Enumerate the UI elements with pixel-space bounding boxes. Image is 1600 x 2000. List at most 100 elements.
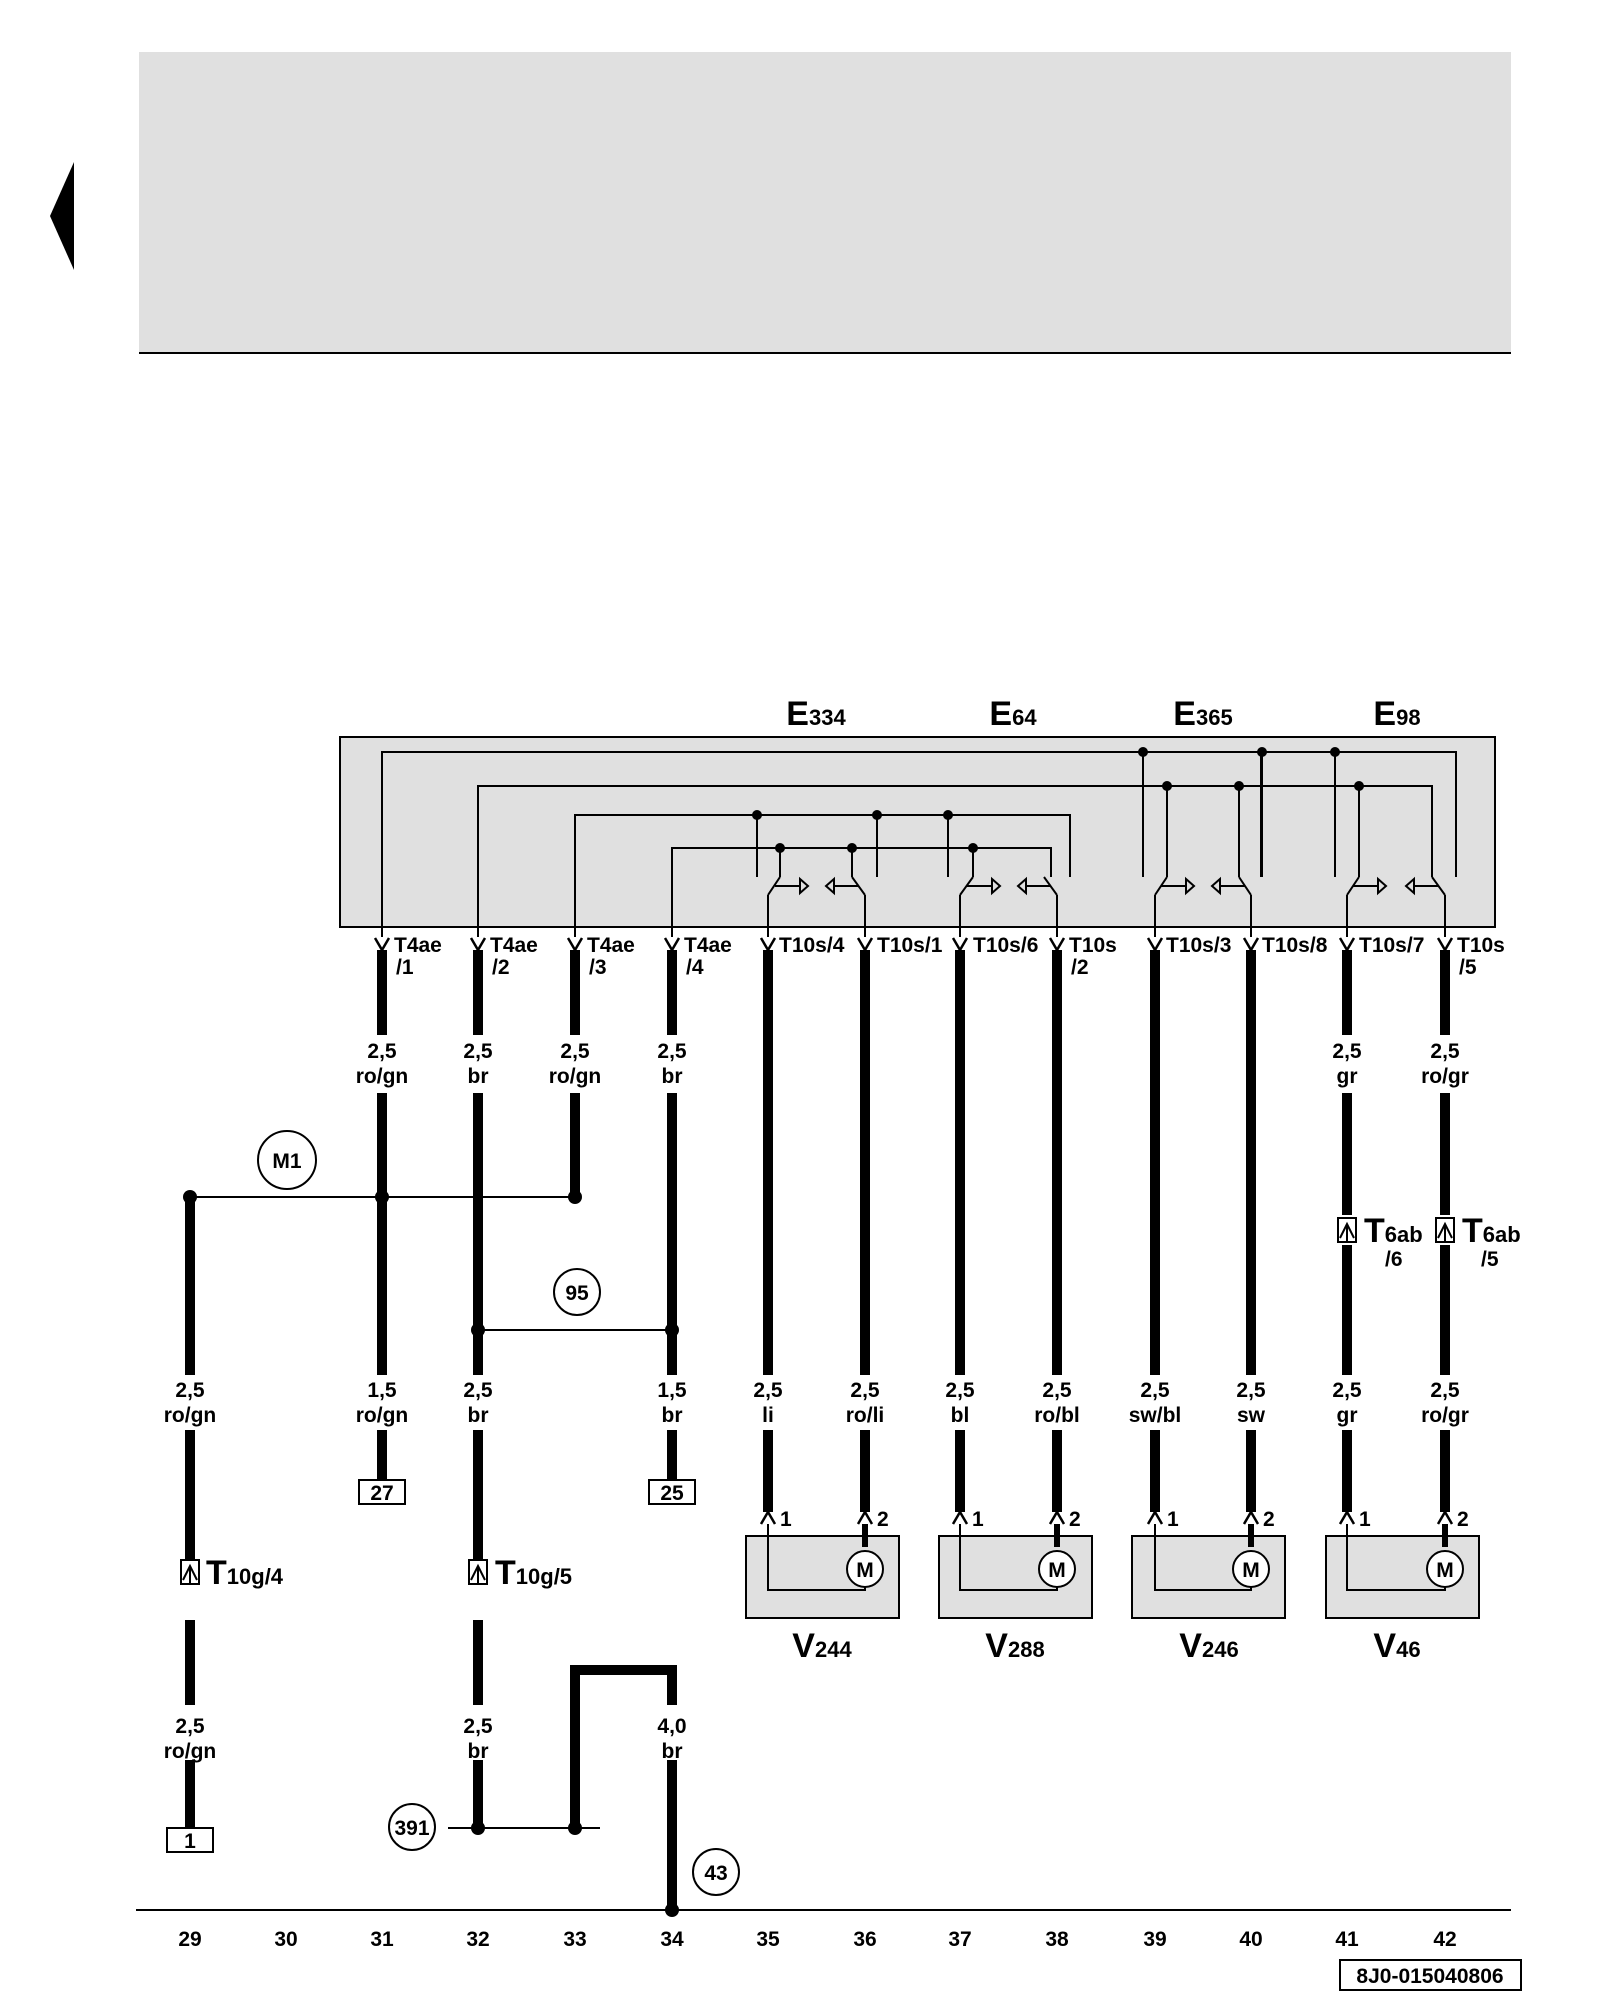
- wire-color: li: [762, 1404, 774, 1427]
- wire-size: 2,5: [1430, 1040, 1460, 1063]
- inline-connectors: T10g/4 T10g/5 T6ab /6 T6ab /5: [180, 1212, 1521, 1592]
- circle-label-43: 43: [704, 1862, 727, 1885]
- track-number: 29: [178, 1928, 201, 1951]
- wire-size: 1,5: [657, 1379, 687, 1402]
- inline-connector-label: T6ab: [1364, 1212, 1423, 1250]
- wire-color: ro/gn: [549, 1065, 602, 1088]
- switch-internal-wiring: [381, 751, 1457, 937]
- motor-pin: 2: [877, 1508, 889, 1531]
- wire-size: 2,5: [657, 1040, 687, 1063]
- connector-label: T4ae: [394, 934, 442, 957]
- wire-size: 2,5: [175, 1379, 205, 1402]
- wire-color: br: [662, 1404, 683, 1427]
- switch-title-e98: E98: [1373, 695, 1420, 733]
- connector-label: T10s/4: [779, 934, 845, 957]
- inline-connector-label: T10g/5: [495, 1554, 572, 1592]
- wire-size: 2,5: [463, 1379, 493, 1402]
- switch-junction-dots: [752, 747, 1364, 853]
- switch-module-box: [339, 736, 1496, 928]
- wire-size: 2,5: [753, 1379, 783, 1402]
- wire-color: sw/bl: [1129, 1404, 1182, 1427]
- wire-color: ro/gr: [1421, 1065, 1469, 1088]
- connector-labels: T4ae /1 T4ae /2 T4ae /3 T4ae /4 T10s/4 T…: [394, 934, 1505, 979]
- previous-page-arrow-icon[interactable]: [50, 162, 74, 270]
- connector-label: /5: [1459, 956, 1477, 979]
- connector-label: T10s/1: [877, 934, 943, 957]
- wire-color: ro/li: [846, 1404, 885, 1427]
- switch-title-e365: E365: [1173, 695, 1232, 733]
- wire-spec-labels: 2,5 ro/gn 2,5 br 2,5 ro/gn 2,5 br 2,5 gr…: [164, 1040, 1469, 1763]
- wire-size: 2,5: [1236, 1379, 1266, 1402]
- wire-color: gr: [1337, 1065, 1358, 1088]
- track-number: 37: [948, 1928, 971, 1951]
- reference-box-1: 1: [184, 1830, 196, 1853]
- connector-label: T10s/6: [973, 934, 1038, 957]
- inline-connector-pin: /5: [1481, 1248, 1499, 1271]
- track-number: 42: [1433, 1928, 1456, 1951]
- motor-symbol: M: [1048, 1559, 1066, 1582]
- connector-label: T10s: [1069, 934, 1117, 957]
- wire-size: 2,5: [850, 1379, 880, 1402]
- wire-size: 2,5: [463, 1715, 493, 1738]
- connector-label: T4ae: [587, 934, 635, 957]
- wire-color: ro/gr: [1421, 1404, 1469, 1427]
- motor-title-v46: V46: [1373, 1627, 1420, 1665]
- wire-color: br: [468, 1740, 489, 1763]
- motor-pin: 1: [780, 1508, 792, 1531]
- wire-color: br: [662, 1065, 683, 1088]
- switch-title-e334: E334: [786, 695, 846, 733]
- wire-size: 2,5: [1430, 1379, 1460, 1402]
- connector-label: T10s/8: [1262, 934, 1328, 957]
- wire-color: sw: [1237, 1404, 1266, 1427]
- motor-title-v246: V246: [1179, 1627, 1238, 1665]
- motor-pin: 1: [1167, 1508, 1179, 1531]
- wire-size: 2,5: [1140, 1379, 1170, 1402]
- reference-box-27: 27: [370, 1482, 393, 1505]
- wire-color: ro/gn: [164, 1740, 217, 1763]
- wire-size: 2,5: [1332, 1040, 1362, 1063]
- track-number: 34: [660, 1928, 684, 1951]
- switch-title-e64: E64: [989, 695, 1037, 733]
- circle-label-m1: M1: [272, 1150, 301, 1173]
- wire-color: br: [662, 1740, 683, 1763]
- wire-color: br: [468, 1065, 489, 1088]
- motor-symbol: M: [1436, 1559, 1454, 1582]
- motor-units: M V244 M V288 M V246 M V46: [745, 1524, 1480, 1665]
- connector-label: /2: [1071, 956, 1089, 979]
- connector-label: /2: [492, 956, 510, 979]
- diagram-id: 8J0-015040806: [1356, 1965, 1503, 1988]
- connector-label: /4: [686, 956, 704, 979]
- connector-label: T4ae: [684, 934, 732, 957]
- connector-label: /3: [589, 956, 607, 979]
- connector-label: T10s: [1457, 934, 1505, 957]
- motor-pin-numbers: 1 2 1 2 1 2 1 2: [780, 1508, 1469, 1531]
- wire-size: 2,5: [367, 1040, 397, 1063]
- track-number: 41: [1335, 1928, 1359, 1951]
- motor-pin: 2: [1069, 1508, 1081, 1531]
- track-number: 39: [1143, 1928, 1166, 1951]
- track-number: 32: [466, 1928, 489, 1951]
- wire-size: 2,5: [175, 1715, 205, 1738]
- switch-contact-symbols: [767, 876, 1446, 896]
- track-number: 35: [756, 1928, 780, 1951]
- wire-color: ro/bl: [1034, 1404, 1080, 1427]
- wire-color: gr: [1337, 1404, 1358, 1427]
- circle-label-95: 95: [565, 1282, 589, 1305]
- wire-color: ro/gn: [356, 1065, 409, 1088]
- wire-color: br: [468, 1404, 489, 1427]
- motor-symbol: M: [1242, 1559, 1260, 1582]
- connector-label: T4ae: [490, 934, 538, 957]
- inline-connector-pin: /6: [1385, 1248, 1403, 1271]
- header-panel: [139, 52, 1511, 352]
- wires: [185, 950, 1450, 1910]
- current-track-numbers: 29 30 31 32 33 34 35 36 37 38 39 40 41 4…: [178, 1928, 1456, 1951]
- wire-junction-dots: [183, 1190, 679, 1917]
- connector-label: T10s/7: [1359, 934, 1424, 957]
- wire-size: 4,0: [657, 1715, 686, 1738]
- track-number: 31: [370, 1928, 394, 1951]
- wire-color: ro/gn: [356, 1404, 409, 1427]
- motor-pin: 1: [972, 1508, 984, 1531]
- track-number: 40: [1239, 1928, 1262, 1951]
- connector-label: /1: [396, 956, 414, 979]
